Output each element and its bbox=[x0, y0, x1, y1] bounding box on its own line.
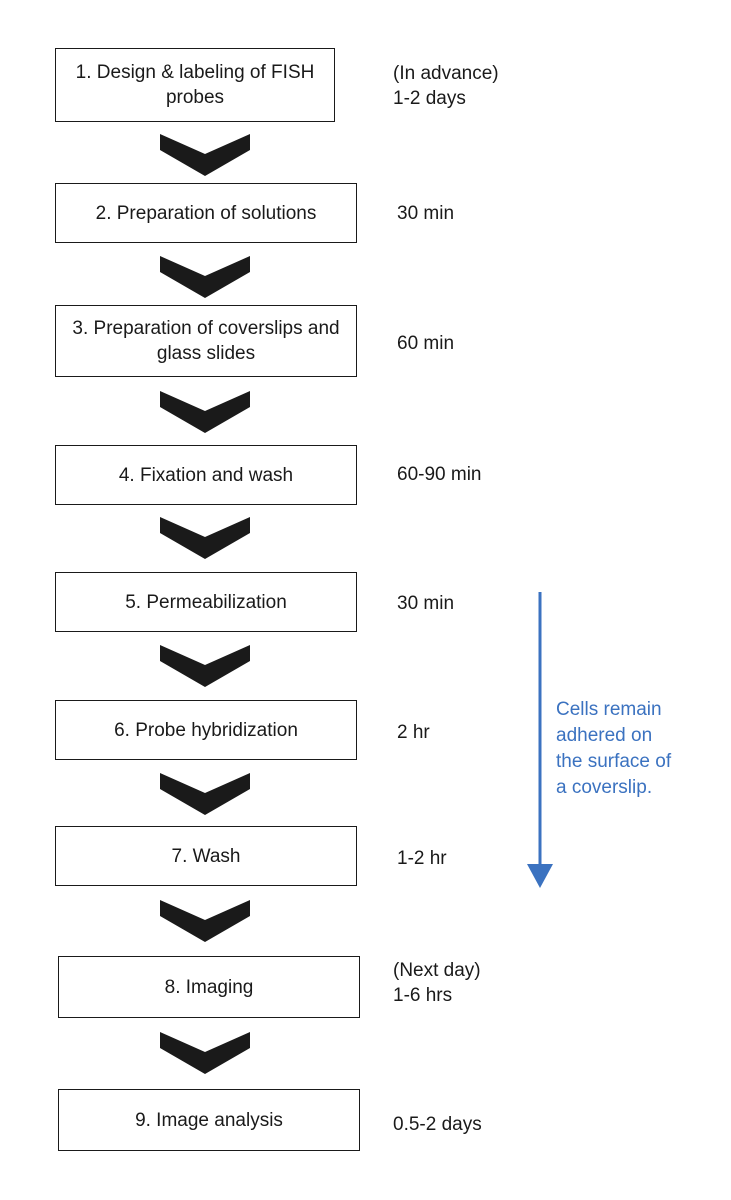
step-time-3: 60 min bbox=[397, 333, 455, 354]
step-label: 3. Preparation of coverslips and glass s… bbox=[72, 318, 340, 364]
step-box-7: 7. Wash bbox=[55, 826, 357, 886]
step-time-4: 60-90 min bbox=[397, 464, 482, 485]
side-note: Cells remain adhered on the surface of a… bbox=[556, 699, 672, 798]
step-label: 9. Image analysis bbox=[135, 1109, 283, 1131]
step-box-4: 4. Fixation and wash bbox=[55, 445, 357, 505]
step-box-9: 9. Image analysis bbox=[58, 1089, 360, 1151]
step-label: 2. Preparation of solutions bbox=[95, 202, 317, 224]
step-time-8: (Next day) 1-6 hrs bbox=[393, 960, 481, 1006]
chevron-down-icon bbox=[160, 900, 250, 942]
chevron-down-icon bbox=[160, 1032, 250, 1074]
step-time-6: 2 hr bbox=[397, 722, 430, 743]
chevron-down-icon bbox=[160, 391, 250, 433]
chevron-down-icon bbox=[160, 773, 250, 815]
step-time-9: 0.5-2 days bbox=[393, 1114, 482, 1135]
step-label: 1. Design & labeling of FISH probes bbox=[75, 62, 315, 108]
step-time-1: (In advance) 1-2 days bbox=[393, 63, 499, 109]
step-box-2: 2. Preparation of solutions bbox=[55, 183, 357, 243]
step-label: 7. Wash bbox=[171, 845, 241, 867]
step-time-2: 30 min bbox=[397, 203, 455, 224]
step-label: 5. Permeabilization bbox=[125, 591, 287, 613]
chevron-down-icon bbox=[160, 256, 250, 298]
step-box-1: 1. Design & labeling of FISH probes bbox=[55, 48, 335, 122]
step-label: 6. Probe hybridization bbox=[114, 719, 298, 741]
step-box-5: 5. Permeabilization bbox=[55, 572, 357, 632]
chevron-down-icon bbox=[160, 134, 250, 176]
step-time-7: 1-2 hr bbox=[397, 848, 447, 869]
step-box-3: 3. Preparation of coverslips and glass s… bbox=[55, 305, 357, 377]
chevron-down-icon bbox=[160, 517, 250, 559]
chevron-down-icon bbox=[160, 645, 250, 687]
step-label: 8. Imaging bbox=[164, 976, 254, 998]
step-time-5: 30 min bbox=[397, 593, 455, 614]
step-label: 4. Fixation and wash bbox=[118, 464, 294, 486]
step-box-8: 8. Imaging bbox=[58, 956, 360, 1018]
step-box-6: 6. Probe hybridization bbox=[55, 700, 357, 760]
